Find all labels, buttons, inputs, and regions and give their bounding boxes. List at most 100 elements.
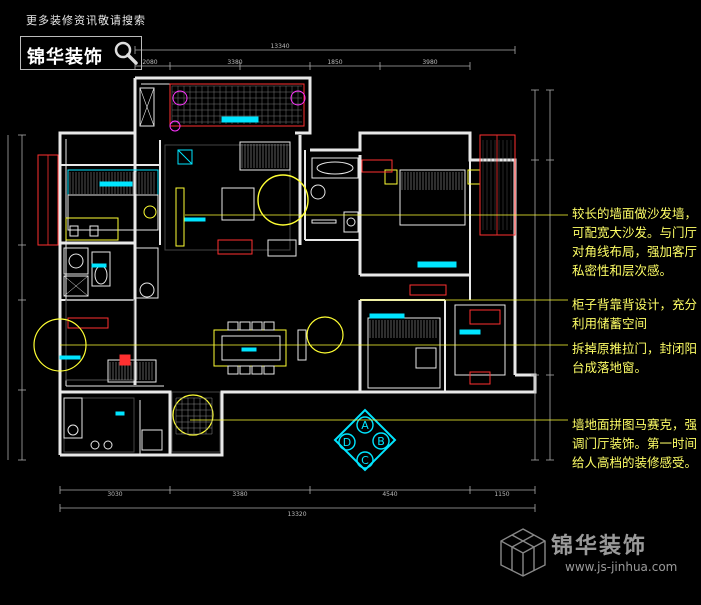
room-label-bar — [417, 261, 457, 268]
washbasin-bowl — [346, 217, 356, 227]
cabinet-red — [361, 159, 393, 173]
balcony-plant — [169, 120, 181, 132]
room-label-bar — [369, 313, 405, 319]
balcony-plant — [290, 90, 306, 106]
dining-chair — [251, 365, 263, 375]
washbasin — [343, 211, 359, 233]
dining-chair — [227, 321, 239, 331]
toilet — [310, 184, 326, 200]
cabinet-red — [119, 354, 131, 366]
annotation-cabinet: 柜子背靠背设计，充分利用储蓄空间 — [572, 297, 698, 331]
washbasin — [68, 253, 84, 269]
dimension-bottom-seg-3: 4540 — [382, 491, 397, 498]
balcony-cabinet-x — [139, 87, 155, 127]
compass-circle — [356, 416, 374, 434]
room-label-bar — [115, 411, 125, 416]
toilet-bowl — [94, 265, 108, 285]
shower-area — [63, 275, 89, 297]
dimension-bottom-seg-4: 1150 — [494, 491, 509, 498]
dining-chair — [239, 321, 251, 331]
dimension-bottom-seg-1: 3030 — [107, 491, 122, 498]
balcony-outline — [169, 83, 305, 127]
search-icon[interactable] — [113, 40, 139, 66]
console — [267, 239, 297, 257]
balcony-plant — [172, 90, 188, 106]
dining-chair — [251, 321, 263, 331]
room3-furniture — [454, 304, 506, 376]
desk — [65, 217, 119, 241]
dining-chair — [263, 365, 275, 375]
dimension-bottom-seg-2: 3380 — [232, 491, 247, 498]
armchair — [177, 149, 193, 165]
exterior-wall — [135, 76, 312, 135]
room-label-bar — [91, 263, 107, 268]
sofa — [239, 141, 291, 171]
dimension-top-seg-1: 3380 — [227, 59, 242, 66]
nightstand — [384, 169, 398, 185]
cabinet-red — [409, 284, 447, 296]
dimension-top-seg-4: 3980 — [422, 59, 437, 66]
search-brand-box[interactable]: 锦华装饰 — [20, 36, 142, 70]
balcony-cabinet — [139, 87, 155, 127]
compass-circle — [356, 451, 374, 469]
balcony-label-bar — [221, 116, 259, 123]
entrance-mosaic — [172, 394, 214, 436]
room-label-bar — [459, 329, 481, 335]
tv-cabinet — [175, 187, 185, 247]
watermark-brand: 锦华装饰 — [551, 534, 648, 559]
brand-name: 锦华装饰 — [27, 47, 103, 68]
watermark-url: www.js-jinhua.com — [565, 560, 678, 574]
dining-chair — [239, 365, 251, 375]
table-red — [217, 239, 253, 255]
study-desk — [107, 359, 157, 383]
exterior-wall — [310, 131, 517, 375]
laundry-cabinet — [135, 247, 159, 299]
bathtub — [311, 157, 359, 179]
annotation-sofa-wall: 较长的墙面做沙发墙，可配宽大沙发。与门厅对角线布局，强加客厅私密性和层次感。 — [572, 206, 698, 278]
living-floor — [164, 144, 291, 251]
study-floor — [65, 299, 135, 381]
compass-circle — [372, 432, 390, 450]
room-label-bar — [184, 217, 206, 222]
washbasin-cabinet — [63, 247, 89, 275]
kitchen-counter — [63, 397, 83, 439]
shower-x — [63, 275, 89, 297]
search-caption: 更多装修资讯敬请搜索 — [26, 14, 146, 27]
bed2-nightstand — [415, 347, 437, 369]
shelf — [311, 219, 337, 224]
sink — [67, 424, 79, 436]
dining-chair — [263, 321, 275, 331]
chair — [89, 225, 99, 237]
dining-chair — [227, 365, 239, 375]
room-label-bar — [241, 347, 257, 352]
cabinet-red — [469, 371, 491, 385]
plant — [143, 205, 157, 219]
bed-frame — [67, 194, 159, 231]
cabinet-red — [67, 317, 109, 329]
dining-table — [221, 335, 281, 361]
toilet-outline — [91, 251, 111, 287]
room-label-bar — [99, 181, 133, 187]
dimension-top-total: 13340 — [270, 43, 289, 50]
compass-letter-c: C — [361, 454, 369, 467]
dimension-top-seg-3: 1850 — [327, 59, 342, 66]
compass-letter-a: A — [361, 419, 369, 432]
stove-burner — [103, 440, 113, 450]
coffee-table — [221, 187, 255, 221]
balcony-window-red — [479, 134, 516, 236]
dimension-top-seg: 2080 — [142, 59, 157, 66]
door-swing-highlight — [257, 174, 309, 226]
chair — [69, 225, 79, 237]
watermark-cube-logo — [500, 528, 546, 577]
entrance-floor — [171, 391, 221, 453]
laundry-machine — [139, 282, 155, 298]
fridge — [141, 429, 163, 451]
room-label-bar — [59, 355, 81, 360]
dimension-bottom-total: 13320 — [287, 511, 306, 518]
compass-letter-d: D — [343, 436, 351, 449]
annotation-mosaic: 墙地面拼图马赛克，强调门厅装饰。第一时间给人高档的装修感受。 — [572, 417, 698, 470]
master-bed — [399, 169, 466, 226]
door-swing-highlight — [306, 316, 344, 354]
